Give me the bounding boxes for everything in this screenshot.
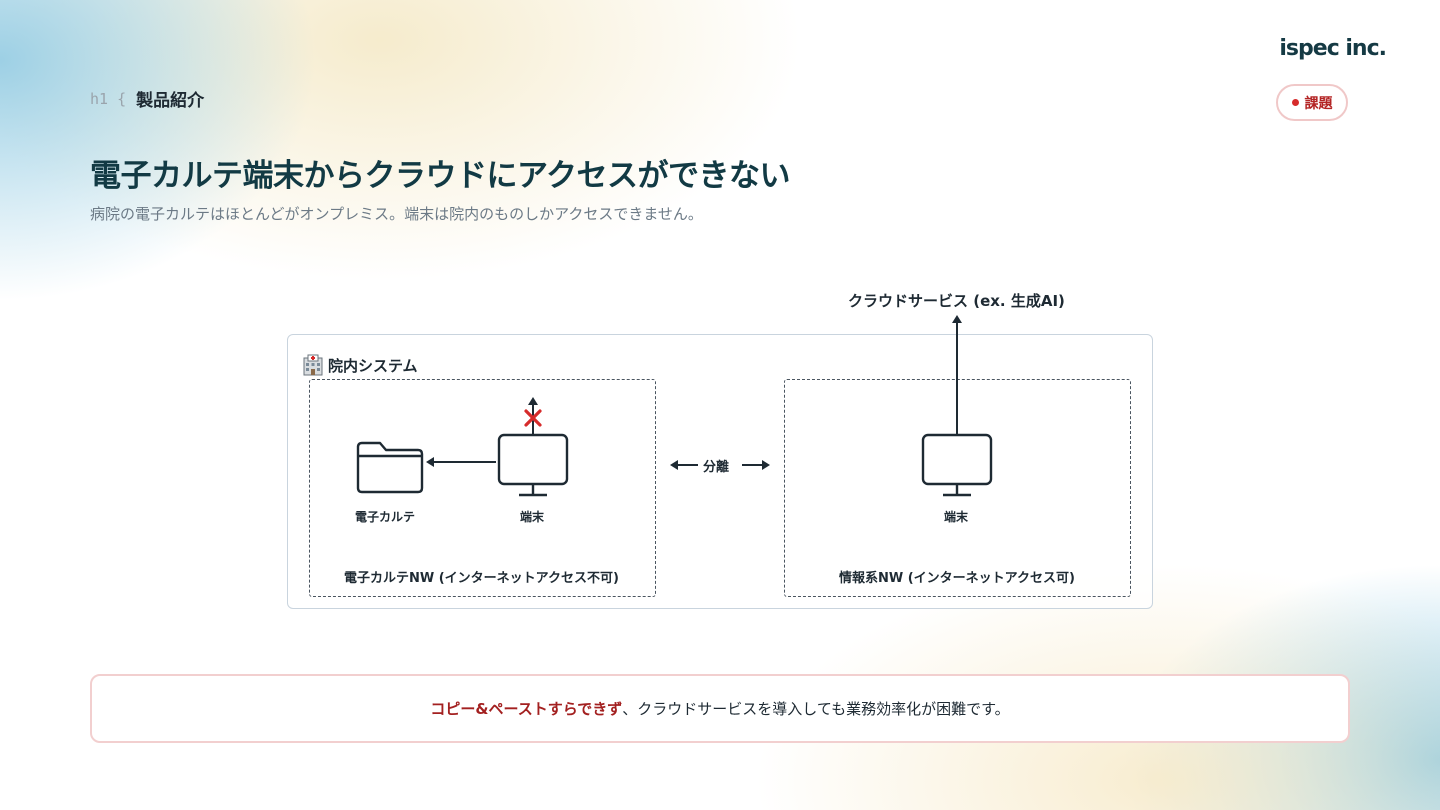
- callout-text: 、クラウドサービスを導入しても業務効率化が困難です。: [622, 700, 1010, 718]
- hospital-system-header: 院内システム: [302, 354, 418, 376]
- badge-label: 課題: [1304, 95, 1333, 112]
- brand-logo: ispec inc.: [1279, 36, 1387, 61]
- blocked-x-icon: [524, 409, 542, 427]
- hospital-icon: [303, 354, 323, 376]
- section-title: 製品紹介: [136, 91, 205, 111]
- separation-right-arrow: [742, 460, 770, 470]
- heading-tag: h1 {: [90, 89, 127, 108]
- access-arrow: [426, 457, 496, 467]
- callout-emphasis: コピー&ペーストすらできず: [430, 700, 623, 718]
- emr-network-label: 電子カルテNW (インターネットアクセス不可): [344, 571, 619, 586]
- badge-dot-icon: [1291, 99, 1299, 106]
- right-terminal-label: 端末: [944, 510, 969, 524]
- emr-network-box: [309, 379, 656, 597]
- page-title: 電子カルテ端末からクラウドにアクセスができない: [90, 158, 790, 194]
- monitor-icon-cloud: [921, 315, 993, 497]
- hospital-system-label: 院内システム: [328, 356, 418, 375]
- separation-left-arrow: [670, 460, 698, 470]
- separation-label: 分離: [703, 460, 730, 475]
- issue-badge: 課題: [1276, 84, 1348, 121]
- emr-label: 電子カルテ: [355, 510, 416, 524]
- page-subtitle: 病院の電子カルテはほとんどがオンプレミス。端末は院内のものしかアクセスできません…: [90, 205, 703, 223]
- section-header: h1 { 製品紹介: [90, 86, 205, 112]
- summary-callout: コピー&ペーストすらできず、クラウドサービスを導入しても業務効率化が困難です。: [90, 674, 1350, 743]
- cloud-service-label: クラウドサービス (ex. 生成AI): [848, 292, 1065, 310]
- folder-icon: [356, 441, 424, 494]
- left-terminal-label: 端末: [520, 510, 545, 524]
- info-network-label: 情報系NW (インターネットアクセス可): [839, 571, 1075, 586]
